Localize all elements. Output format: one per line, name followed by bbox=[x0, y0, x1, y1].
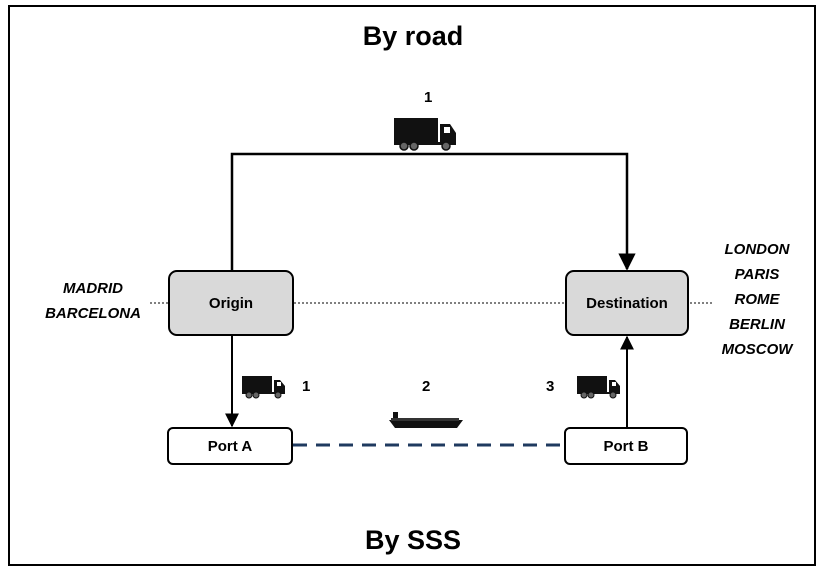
origin-city: MADRID bbox=[63, 280, 123, 297]
title-by-sss: By SSS bbox=[364, 525, 462, 555]
destination-city: BERLIN bbox=[729, 316, 785, 333]
truck-icon bbox=[394, 118, 456, 151]
destination-node: Destination bbox=[565, 270, 689, 336]
origin-cities: MADRID BARCELONA bbox=[20, 276, 166, 326]
road-leg-number: 1 bbox=[424, 89, 433, 106]
title-by-road: By road bbox=[362, 21, 464, 51]
sss-leg-3-number: 3 bbox=[546, 378, 555, 395]
truck-icon bbox=[577, 376, 620, 399]
destination-city: ROME bbox=[734, 291, 780, 308]
destination-city: MOSCOW bbox=[721, 341, 793, 358]
port-a-node: Port A bbox=[167, 427, 293, 465]
truck-icon bbox=[242, 376, 285, 399]
destination-city: LONDON bbox=[724, 241, 790, 258]
origin-city: BARCELONA bbox=[45, 305, 141, 322]
ship-icon bbox=[389, 412, 463, 428]
diagram-frame bbox=[8, 5, 816, 566]
port-b-node: Port B bbox=[564, 427, 688, 465]
sss-leg-1-number: 1 bbox=[302, 378, 311, 395]
destination-city: PARIS bbox=[734, 266, 780, 283]
road-route-line bbox=[230, 152, 636, 271]
sss-leg-2-number: 2 bbox=[422, 378, 431, 395]
destination-cities: LONDON PARIS ROME BERLIN MOSCOW bbox=[698, 237, 816, 362]
origin-node: Origin bbox=[168, 270, 294, 336]
